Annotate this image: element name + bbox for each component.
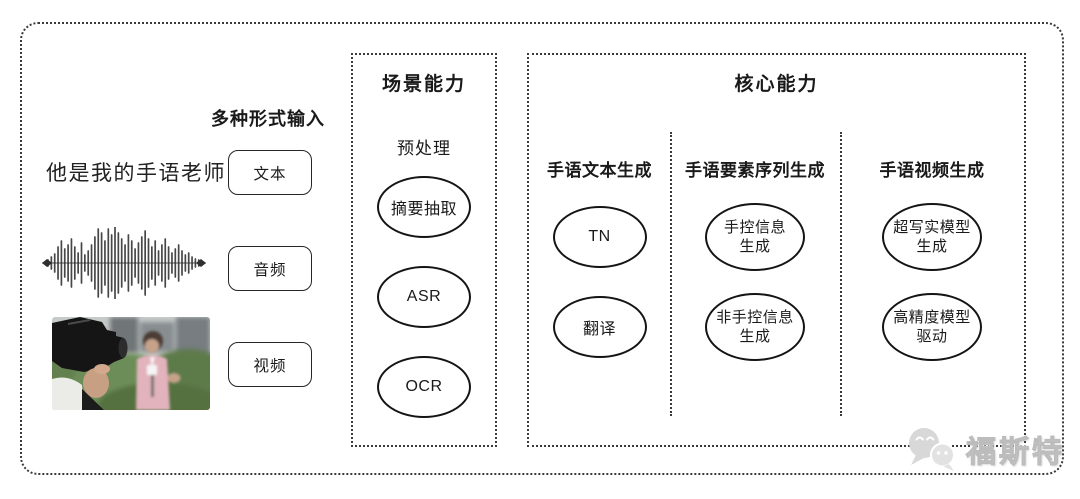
- column-header: 手语视频生成: [879, 161, 985, 180]
- node-high-precision-model-driving: 高精度模型 驱动: [882, 293, 982, 361]
- column-header: 手语文本生成: [547, 161, 652, 180]
- column-sign-text-generation: 手语文本生成 TN 翻译: [529, 55, 670, 445]
- input-type-box-video: 视频: [228, 342, 312, 387]
- core-capability-box: 核心能力 手语文本生成 TN 翻译 手语要素序列生成 手控信息 生成 非手控信息…: [527, 53, 1026, 447]
- column-header: 手语要素序列生成: [685, 161, 825, 180]
- node-asr: ASR: [377, 266, 471, 328]
- scene-capability-box: 场景能力 预处理 摘要抽取 ASR OCR: [351, 53, 497, 447]
- sample-sentence-text: 他是我的手语老师: [46, 162, 226, 185]
- interview-photo: [52, 317, 210, 410]
- input-section-label: 多种形式输入: [211, 109, 325, 129]
- scene-box-title: 场景能力: [381, 74, 466, 95]
- column-sign-element-sequence-generation: 手语要素序列生成 手控信息 生成 非手控信息 生成: [670, 55, 840, 445]
- core-box-title: 核心能力: [734, 74, 819, 95]
- audio-waveform-icon: [42, 227, 206, 299]
- node-translation: 翻译: [552, 296, 647, 358]
- column-divider: [840, 132, 842, 416]
- node-ocr: OCR: [377, 356, 471, 418]
- outer-dotted-frame: [20, 22, 1064, 475]
- column-sign-video-generation: 手语视频生成 超写实模型 生成 高精度模型 驱动: [840, 55, 1024, 445]
- watermark: 福斯特: [903, 426, 1065, 472]
- wechat-logo-icon: [909, 428, 955, 471]
- preprocess-label: 预处理: [397, 139, 451, 158]
- reporter-figure: [136, 331, 181, 410]
- interview-photo-graphic: [52, 317, 210, 410]
- input-type-box-text: 文本: [228, 150, 312, 195]
- camera-foreground: [52, 317, 128, 410]
- node-hyperrealistic-model-generation: 超写实模型 生成: [882, 203, 982, 271]
- watermark-text: 福斯特: [966, 436, 1065, 470]
- node-manual-info-generation: 手控信息 生成: [705, 203, 805, 271]
- column-divider: [670, 132, 672, 416]
- node-summary-extraction: 摘要抽取: [377, 176, 471, 238]
- input-type-box-audio: 音频: [228, 246, 312, 291]
- node-tn: TN: [552, 206, 647, 268]
- node-non-manual-info-generation: 非手控信息 生成: [705, 293, 805, 361]
